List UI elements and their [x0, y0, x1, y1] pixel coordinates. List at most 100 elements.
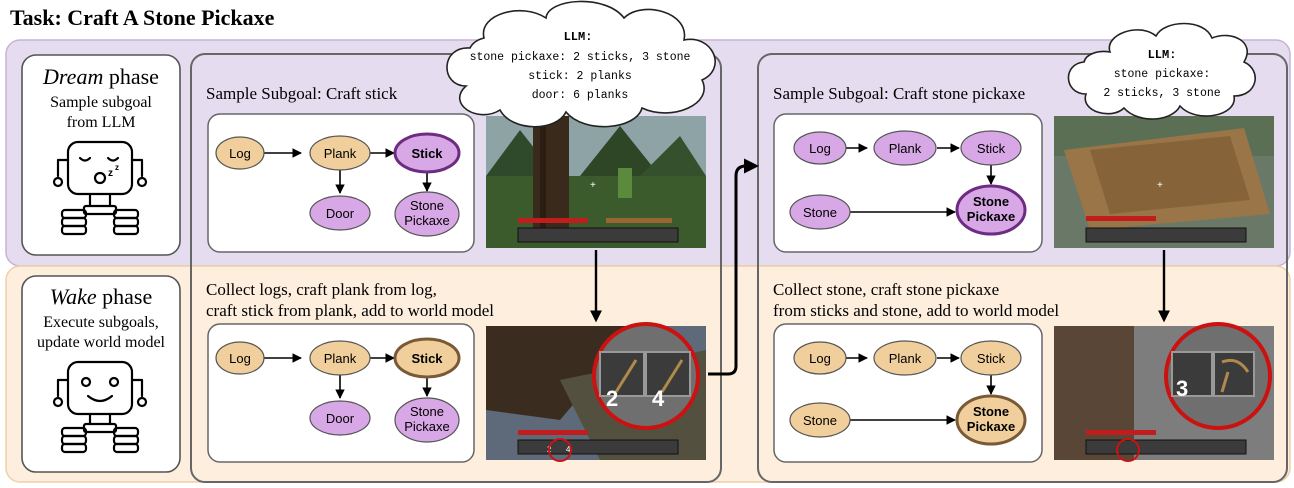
step-transition-arrow [708, 158, 759, 376]
node-stone-pickaxe-label-2: Pickaxe [967, 419, 1015, 434]
node-log-label: Log [809, 351, 831, 366]
svg-text:z: z [108, 168, 113, 179]
node-stick [393, 132, 461, 174]
node-stick-label: Stick [411, 146, 443, 161]
zoom-count: 3 [1176, 376, 1188, 401]
node-stone-pickaxe [394, 397, 460, 443]
node-log [215, 341, 265, 375]
zoom-count: 4 [652, 386, 665, 411]
node-stone-pickaxe-label-1: Stone [410, 404, 444, 419]
node-log [793, 341, 847, 375]
dream-phase-line1: Sample subgoal [50, 94, 152, 111]
step1-wake-game-screenshot: 2 4 2 4 [486, 322, 706, 462]
node-stick [960, 130, 1022, 166]
node-plank-label: Plank [889, 351, 922, 366]
node-stone-pickaxe-label-2: Pickaxe [404, 419, 450, 434]
node-plank-label: Plank [324, 146, 357, 161]
llm-cloud-2-line: stone pickaxe: [1114, 68, 1211, 81]
node-log-label: Log [809, 141, 831, 156]
hotbar [1085, 439, 1247, 455]
node-stone-label: Stone [803, 413, 837, 428]
step2-container [757, 53, 1288, 483]
figure-title: Task: Craft A Stone Pickaxe [10, 5, 275, 30]
hotbar [517, 439, 679, 455]
node-stone-pickaxe-label-1: Stone [973, 194, 1009, 209]
node-plank [309, 135, 371, 171]
wake-phase-line1: Execute subgoals, [43, 314, 159, 331]
svg-text:+: + [1157, 180, 1163, 191]
hotbar [1085, 227, 1247, 243]
node-plank-label: Plank [889, 141, 922, 156]
svg-text:+: + [590, 180, 596, 191]
step1-dream-graph: Log Plank Stick Door Stone Pickaxe [207, 113, 475, 253]
step1-dream-game-screenshot: + [486, 116, 706, 248]
node-log-label: Log [229, 351, 251, 366]
node-door-label: Door [326, 206, 355, 221]
node-stone [789, 402, 851, 438]
node-plank [309, 340, 371, 376]
node-plank [873, 340, 937, 376]
happy-robot-icon [52, 360, 148, 454]
step2-dream-game-screenshot: + [1054, 116, 1274, 248]
node-stick-label: Stick [977, 141, 1006, 156]
llm-cloud-2-title: LLM: [1148, 48, 1177, 62]
hotbar-count: 4 [566, 445, 571, 454]
step2-wake-text-line2: from sticks and stone, add to world mode… [773, 301, 1059, 320]
node-stone-pickaxe-label-1: Stone [410, 198, 444, 213]
llm-cloud-2-line: 2 sticks, 3 stone [1103, 87, 1220, 100]
wake-phase-heading: Wake phase [50, 284, 152, 309]
step2-wake-game-screenshot: 3 [1054, 322, 1274, 462]
health-bar [518, 430, 588, 435]
llm-cloud-1-title: LLM: [564, 30, 593, 44]
node-log [215, 136, 265, 170]
node-stone-pickaxe-label-1: Stone [973, 404, 1009, 419]
node-stone-pickaxe [955, 184, 1027, 236]
step1-wake-text-line2: craft stick from plank, add to world mod… [206, 301, 494, 320]
hotbar [517, 227, 679, 243]
llm-cloud-1-line: stick: 2 planks [528, 70, 632, 83]
node-log [793, 131, 847, 165]
step2-dream-graph: Log Plank Stick Stone Stone Pickaxe [773, 113, 1043, 253]
step1-subgoal-label: Sample Subgoal: Craft stick [206, 84, 398, 103]
node-stick-label: Stick [411, 351, 443, 366]
health-bar [1086, 430, 1156, 435]
step1-wake-text-line1: Collect logs, craft plank from log, [206, 280, 437, 299]
step1-wake-graph: Log Plank Stick Door Stone Pickaxe [207, 323, 475, 463]
hotbar-small-circle [1116, 438, 1140, 462]
llm-cloud-2: LLM: stone pickaxe: 2 sticks, 3 stone [1067, 22, 1256, 120]
node-stone-pickaxe [955, 394, 1027, 446]
sleeping-robot-icon: z z [52, 140, 148, 236]
wake-phase-line2: update world model [37, 334, 166, 351]
step2-subgoal-label: Sample Subgoal: Craft stone pickaxe [773, 84, 1025, 103]
node-plank-label: Plank [324, 351, 357, 366]
health-bar [518, 218, 588, 223]
node-stone-label: Stone [803, 205, 837, 220]
dream-phase-line2: from LLM [67, 114, 136, 131]
node-door [309, 400, 371, 436]
svg-text:z: z [115, 163, 119, 172]
node-stick-label: Stick [977, 351, 1006, 366]
llm-cloud-1-line: door: 6 planks [532, 89, 629, 102]
node-stone-pickaxe-label-2: Pickaxe [967, 209, 1015, 224]
hunger-bar [606, 218, 672, 223]
node-stick [393, 337, 461, 379]
wake-phase-box [21, 275, 181, 473]
hotbar-small-circle [548, 438, 572, 462]
node-stone [789, 194, 851, 230]
node-door-label: Door [326, 411, 355, 426]
node-plank [873, 130, 937, 166]
llm-cloud-1: LLM: stone pickaxe: 2 sticks, 3 stone st… [446, 0, 716, 128]
step2-wake-text-line1: Collect stone, craft stone pickaxe [773, 280, 999, 299]
node-stone-pickaxe-label-2: Pickaxe [404, 213, 450, 228]
node-log-label: Log [229, 146, 251, 161]
node-stick [960, 340, 1022, 376]
dream-phase-heading: Dream phase [42, 64, 159, 89]
health-bar [1086, 216, 1156, 221]
zoom-count: 2 [606, 386, 618, 411]
node-stone-pickaxe [394, 191, 460, 237]
dream-phase-box [21, 54, 181, 256]
node-door [309, 195, 371, 231]
llm-cloud-1-line: stone pickaxe: 2 sticks, 3 stone [470, 51, 691, 64]
step2-wake-graph: Log Plank Stick Stone Stone Pickaxe [773, 323, 1043, 463]
